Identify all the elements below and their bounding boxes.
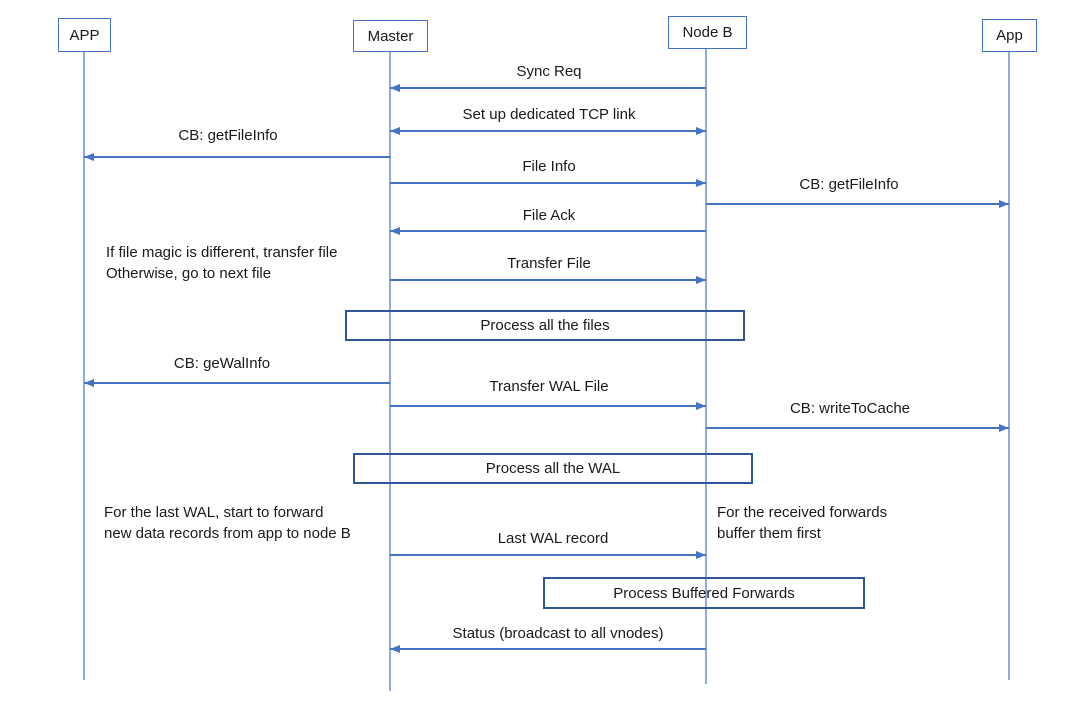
message-cb-getfileinfo-left-arrowhead-left [84,152,94,161]
message-cb-writetocache-line [706,427,1009,429]
node-b-lifeline [705,49,707,684]
app-right-lifeline [1008,52,1010,680]
message-status-broadcast-arrowhead-left [390,644,400,653]
message-cb-getfileinfo-left-label: CB: getFileInfo [178,127,278,144]
note-received-forwards: For the received forwards buffer them fir… [717,502,887,544]
frame-process-all-files-label: Process all the files [480,317,610,334]
app-left-box: APP [58,18,111,52]
message-file-info-line [390,182,706,184]
message-setup-tcp-link-arrowhead-right [696,126,706,135]
frame-process-all-files: Process all the files [345,310,745,341]
frame-process-buffered-forwards-label: Process Buffered Forwards [613,584,795,602]
app-left-label: APP [69,26,100,44]
message-transfer-file-arrowhead-right [696,275,706,284]
message-transfer-wal-file-label: Transfer WAL File [489,378,609,395]
message-transfer-file-label: Transfer File [507,255,591,272]
note-last-wal-forward-line-2: new data records from app to node B [104,525,351,542]
message-cb-writetocache-arrowhead-right [999,423,1009,432]
message-file-info-arrowhead-right [696,178,706,187]
message-cb-gewalinfo-arrowhead-left [84,378,94,387]
node-b-box: Node B [668,16,747,49]
message-sync-req-arrowhead-left [390,83,400,92]
message-cb-writetocache-label: CB: writeToCache [789,400,911,417]
message-cb-gewalinfo-label: CB: geWalInfo [173,355,271,372]
note-last-wal-forward: For the last WAL, start to forward new da… [104,502,351,544]
master-lifeline [389,52,391,691]
message-last-wal-record-arrowhead-right [696,550,706,559]
message-cb-getfileinfo-left-line [84,156,390,158]
message-last-wal-record-line [390,554,706,556]
frame-process-all-wal-label: Process all the WAL [485,460,621,477]
note-file-magic-line-1: If file magic is different, transfer fil… [106,244,338,261]
master-box: Master [353,20,428,52]
message-cb-getfileinfo-right-arrowhead-right [999,199,1009,208]
message-transfer-file-line [390,279,706,281]
note-file-magic: If file magic is different, transfer fil… [106,242,337,284]
message-setup-tcp-link-line [390,130,706,132]
node-b-label: Node B [682,24,733,41]
message-last-wal-record-label: Last WAL record [497,530,609,547]
master-label: Master [367,27,414,45]
message-sync-req-label: Sync Req [516,63,582,80]
note-last-wal-forward-line-1: For the last WAL, start to forward [104,504,324,521]
message-cb-gewalinfo-line [84,382,390,384]
message-file-ack-label: File Ack [522,207,576,224]
message-file-ack-line [390,230,706,232]
message-file-info-label: File Info [522,158,576,175]
app-left-lifeline [83,52,85,680]
message-file-ack-arrowhead-left [390,226,400,235]
message-status-broadcast-line [390,648,706,650]
app-right-box: App [982,19,1037,52]
note-file-magic-line-2: Otherwise, go to next file [106,265,272,282]
note-received-forwards-line-2: buffer them first [717,525,821,542]
message-cb-getfileinfo-right-line [706,203,1009,205]
frame-process-all-wal: Process all the WAL [353,453,753,484]
message-transfer-wal-file-line [390,405,706,407]
frame-process-buffered-forwards: Process Buffered Forwards [543,577,865,609]
note-received-forwards-line-1: For the received forwards [717,504,888,521]
message-setup-tcp-link-label: Set up dedicated TCP link [462,106,636,123]
message-sync-req-line [390,87,706,89]
app-right-label: App [996,27,1023,44]
message-status-broadcast-label: Status (broadcast to all vnodes) [452,625,664,642]
message-cb-getfileinfo-right-label: CB: getFileInfo [799,176,899,193]
message-transfer-wal-file-arrowhead-right [696,401,706,410]
message-setup-tcp-link-arrowhead-left [390,126,400,135]
